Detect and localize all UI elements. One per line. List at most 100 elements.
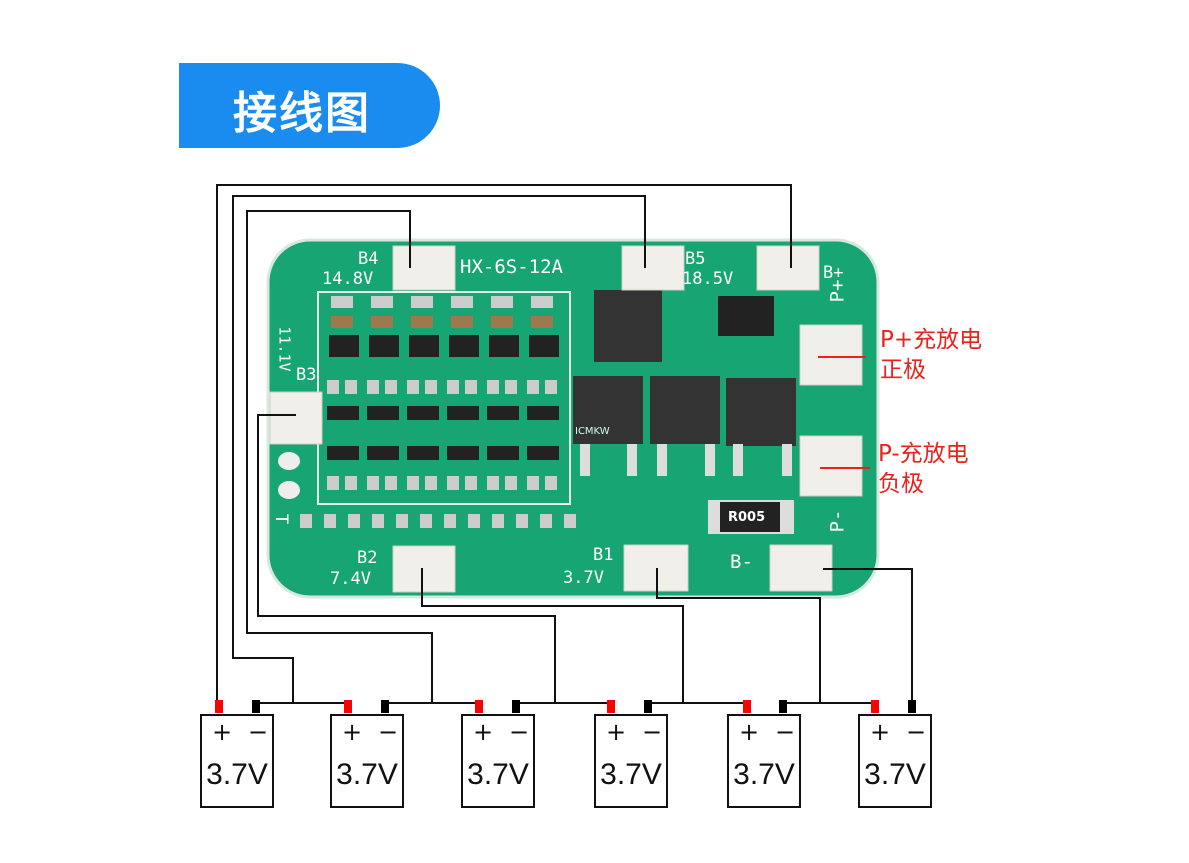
smd-resistor <box>367 380 379 394</box>
battery-cell: + − 3.7V <box>858 714 932 808</box>
label-b2-voltage: 7.4V <box>330 569 371 589</box>
transistor <box>527 446 559 460</box>
plus-sign: + <box>606 718 627 746</box>
wire-b2 <box>421 568 684 703</box>
positive-terminal <box>871 700 879 713</box>
smd-capacitor <box>371 316 393 328</box>
label-b5: B5 <box>685 249 706 269</box>
smd-capacitor <box>331 316 353 328</box>
positive-terminal <box>475 700 483 713</box>
smd-resistor <box>447 380 459 394</box>
smd-resistor <box>348 514 360 528</box>
smd-resistor <box>492 514 504 528</box>
smd-resistor <box>371 296 393 308</box>
smd-resistor <box>491 296 513 308</box>
wire-b-minus <box>823 568 913 703</box>
smd-resistor <box>331 296 353 308</box>
label-b-plus: B+ <box>823 263 844 283</box>
battery-cell: + − 3.7V <box>461 714 535 808</box>
smd-resistor <box>527 476 539 490</box>
thermistor-hole <box>278 452 300 470</box>
minus-sign: − <box>248 718 269 746</box>
pad-b4 <box>392 245 456 291</box>
smd-resistor <box>372 514 384 528</box>
battery-cell: + − 3.7V <box>330 714 404 808</box>
title-banner: 接线图 <box>179 63 440 148</box>
smd-resistor <box>425 380 437 394</box>
pad-b3 <box>269 391 323 445</box>
negative-terminal <box>252 700 260 713</box>
p-minus-annotation-1: P-充放电 <box>878 441 969 467</box>
positive-terminal <box>344 700 352 713</box>
smd-resistor <box>367 476 379 490</box>
transistor <box>327 446 359 460</box>
thermistor-hole <box>278 481 300 499</box>
smd-resistor <box>300 514 312 528</box>
sot-chip <box>409 335 439 357</box>
battery-terminals <box>215 700 916 713</box>
minus-sign: − <box>642 718 663 746</box>
watermark: ICMKW <box>575 426 610 437</box>
mosfet-leads <box>580 444 792 476</box>
battery-voltage: 3.7V <box>864 758 926 791</box>
label-b3: B3 <box>296 365 317 385</box>
battery-voltage: 3.7V <box>600 758 662 791</box>
label-b4-voltage: 14.8V <box>322 269 374 289</box>
smd-resistor <box>420 514 432 528</box>
smd-resistor <box>411 296 433 308</box>
transistor <box>367 406 399 420</box>
sot-chip <box>489 335 519 357</box>
plus-sign: + <box>212 718 233 746</box>
battery-voltage: 3.7V <box>206 758 268 791</box>
sot-chip <box>529 335 559 357</box>
sot-chip <box>369 335 399 357</box>
battery-cell: + − 3.7V <box>594 714 668 808</box>
mosfet <box>594 290 662 362</box>
mosfet <box>650 376 720 444</box>
minus-sign: − <box>509 718 530 746</box>
smd-resistor <box>407 476 419 490</box>
smd-resistor <box>527 380 539 394</box>
smd-resistor <box>505 476 517 490</box>
smd-resistor <box>465 476 477 490</box>
wire-b5 <box>232 195 646 703</box>
smd-resistor <box>505 380 517 394</box>
p-plus-annotation-2: 正极 <box>880 357 926 383</box>
battery-cell: + − 3.7V <box>200 714 274 808</box>
label-b3-voltage: 11.1V <box>275 326 294 372</box>
label-b4: B4 <box>358 249 379 269</box>
battery-voltage: 3.7V <box>336 758 398 791</box>
positive-terminal <box>607 700 615 713</box>
sot-chip <box>329 335 359 357</box>
smd-resistor <box>425 476 437 490</box>
transistor <box>447 406 479 420</box>
label-b-minus: B- <box>730 551 753 573</box>
minus-sign: − <box>775 718 796 746</box>
smd-resistor <box>468 514 480 528</box>
wire-b-plus <box>216 184 792 703</box>
battery-voltage: 3.7V <box>733 758 795 791</box>
smd-resistor <box>345 476 357 490</box>
smd-resistor <box>327 476 339 490</box>
transistor <box>367 446 399 460</box>
smd-resistor <box>444 514 456 528</box>
pad-b-minus <box>769 544 833 592</box>
pad-p-minus <box>799 435 863 497</box>
smd-resistor <box>564 514 576 528</box>
transistor <box>447 446 479 460</box>
negative-terminal <box>512 700 520 713</box>
smd-resistor <box>487 476 499 490</box>
plus-sign: + <box>473 718 494 746</box>
negative-terminal <box>381 700 389 713</box>
wires <box>216 184 913 704</box>
wire-b4 <box>246 210 433 703</box>
smd-capacitor <box>531 316 553 328</box>
plus-sign: + <box>870 718 891 746</box>
smd-resistor <box>327 380 339 394</box>
minus-sign: − <box>906 718 927 746</box>
shunt-resistor-body <box>720 502 780 532</box>
ic-chip <box>718 296 774 336</box>
label-b1: B1 <box>593 545 614 565</box>
smd-resistor <box>385 476 397 490</box>
board-model: HX-6S-12A <box>460 256 563 278</box>
